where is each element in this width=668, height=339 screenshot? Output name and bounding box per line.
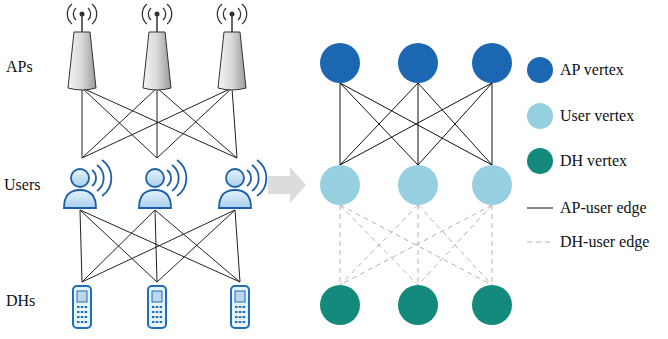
legend-text: AP-user edge xyxy=(560,199,647,217)
legend-solid-line xyxy=(527,208,553,209)
user-icon xyxy=(139,160,186,208)
ap-user-links xyxy=(82,88,237,158)
layer-label: DHs xyxy=(6,292,35,310)
layer-label: Users xyxy=(4,176,40,194)
dh-user-edges xyxy=(340,205,492,285)
layer-label: APs xyxy=(6,58,33,76)
dh-phone-icon xyxy=(231,286,249,328)
legend-dashed-line xyxy=(527,242,553,243)
ap-user-edges xyxy=(340,83,492,165)
user-icon xyxy=(64,160,111,208)
legend-text: DH-user edge xyxy=(560,233,649,251)
transform-arrow xyxy=(268,167,306,203)
dh-vertices xyxy=(320,285,512,325)
legend-swatch xyxy=(527,103,553,129)
ap-tower-icon xyxy=(67,4,96,90)
dh-phone-icon xyxy=(148,286,166,328)
dh-phone-icon xyxy=(73,286,91,328)
legend-text: AP vertex xyxy=(560,61,624,79)
legend-swatch xyxy=(527,57,553,83)
ap-tower-icon xyxy=(142,4,171,90)
legend-text: User vertex xyxy=(560,107,634,125)
user-dh-links xyxy=(80,210,240,282)
ap-vertices xyxy=(320,43,512,83)
legend-text: DH vertex xyxy=(560,152,627,170)
legend-swatch xyxy=(527,148,553,174)
user-icon xyxy=(219,160,266,208)
ap-tower-icon xyxy=(217,4,246,90)
user-vertices xyxy=(320,165,512,205)
